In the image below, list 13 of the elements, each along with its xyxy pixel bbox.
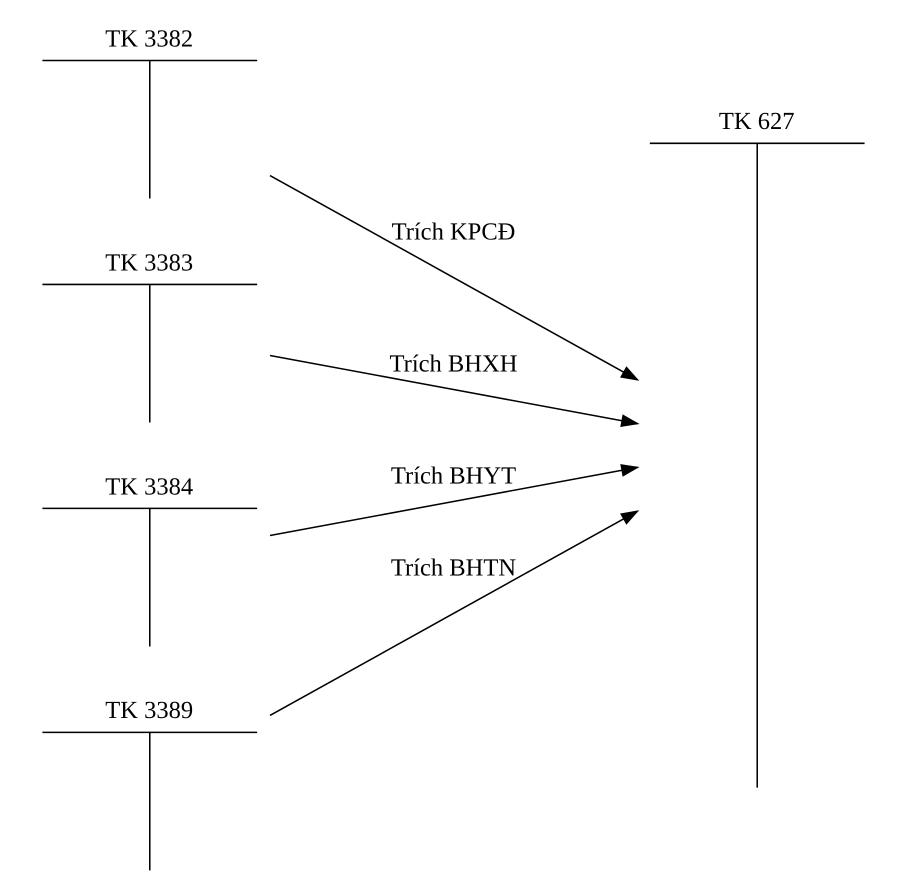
node-text: TK 3384 <box>105 473 194 500</box>
arrow <box>270 354 640 427</box>
arrow <box>270 464 640 536</box>
arrow <box>270 510 640 716</box>
node-text: TK 3383 <box>105 249 194 276</box>
arrow <box>270 174 640 381</box>
edge-label: Trích BHYT <box>390 462 516 490</box>
node-text: TK 3382 <box>105 25 194 52</box>
edge-label: Trích BHTN <box>390 554 516 582</box>
edge-label: Trích KPCĐ <box>392 218 516 246</box>
node-text: TK 627 <box>718 108 795 136</box>
node-text: TK 3389 <box>105 697 194 724</box>
edge-label: Trích BHXH <box>390 350 518 378</box>
